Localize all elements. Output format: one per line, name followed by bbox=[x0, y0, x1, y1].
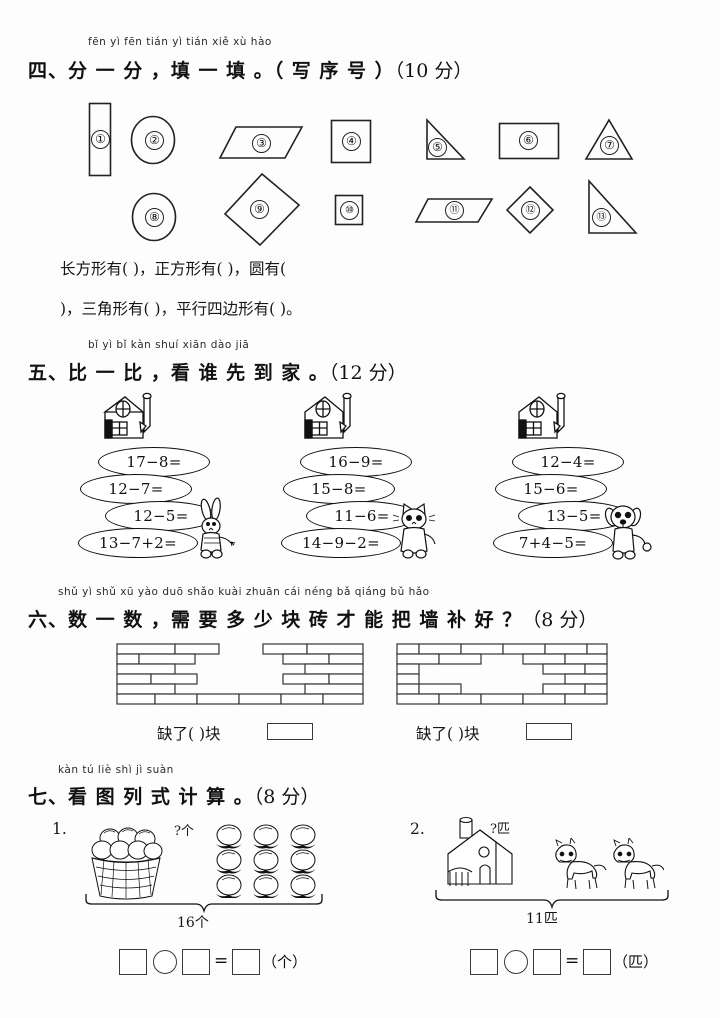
shape-label-9: ⑨ bbox=[250, 200, 269, 219]
shape-label-2: ② bbox=[145, 131, 164, 150]
answer-result-box-2[interactable] bbox=[583, 949, 611, 975]
answer-operand-box-2b[interactable] bbox=[533, 949, 561, 975]
basket-of-peaches-icon bbox=[84, 822, 168, 900]
problem-2-total-label: 11匹 bbox=[526, 911, 558, 927]
shape-flat-parallelogram-11 bbox=[414, 197, 494, 225]
wall-2-blank-label: 缺了( )块 bbox=[416, 725, 480, 743]
shape-circle-8 bbox=[131, 192, 177, 242]
answer-operand-box-1b[interactable] bbox=[182, 949, 210, 975]
house-icon-col-3 bbox=[513, 392, 571, 450]
equation-bubble[interactable]: 11−6= bbox=[306, 501, 418, 531]
shape-rotated-square-9 bbox=[222, 171, 302, 248]
problem-2-index: 2. bbox=[410, 820, 425, 838]
section-6-pinyin: shǔ yì shǔ xū yào duō shǎo kuài zhuān cá… bbox=[58, 586, 430, 598]
equation-bubble[interactable]: 13−7+2= bbox=[78, 528, 198, 558]
shape-right-triangle-13 bbox=[586, 178, 638, 237]
answer-operator-circle-1[interactable] bbox=[153, 950, 177, 974]
shape-tall-rectangle bbox=[88, 102, 112, 177]
answer-result-box-1[interactable] bbox=[232, 949, 260, 975]
equation-bubble[interactable]: 14−9−2= bbox=[281, 528, 401, 558]
section-5-score: （12 分） bbox=[328, 362, 407, 384]
equation-bubble[interactable]: 15−6= bbox=[495, 474, 607, 504]
shape-label-12: ⑫ bbox=[521, 201, 540, 220]
answer-unit-1: （个） bbox=[262, 953, 308, 971]
section-7-pinyin: kàn tú liè shì jì suàn bbox=[58, 764, 174, 776]
section-5-title-text: 五、比 一 比 ，看 谁 先 到 家 。 bbox=[28, 362, 329, 384]
section-4-pinyin: fēn yì fēn tián yì tián xiě xù hào bbox=[88, 36, 272, 48]
section-6-title: 六、数 一 数 ，需 要 多 少 块 砖 才 能 把 墙 补 好 ？（8 分） bbox=[28, 605, 597, 632]
section-7-title-text: 七、看 图 列 式 计 算 。 bbox=[28, 786, 254, 808]
wall-1-blank-label: 缺了( )块 bbox=[157, 725, 221, 743]
shape-right-triangle-5 bbox=[424, 117, 466, 162]
answer-operand-box-2a[interactable] bbox=[470, 949, 498, 975]
section-4-score: （10 分） bbox=[394, 60, 473, 82]
equation-bubble[interactable]: 15−8= bbox=[283, 474, 395, 504]
brick-wall-2 bbox=[396, 643, 608, 705]
problem-1-total-label: 16个 bbox=[177, 915, 209, 931]
section-7-score: （8 分） bbox=[253, 786, 320, 808]
shape-label-3: ③ bbox=[252, 134, 271, 153]
shape-circle-2 bbox=[130, 115, 176, 165]
problem-2-unknown-label: ?匹 bbox=[490, 822, 510, 837]
house-icon-col-1 bbox=[99, 392, 157, 450]
section-6-title-text: 六、数 一 数 ，需 要 多 少 块 砖 才 能 把 墙 补 好 ？ bbox=[28, 609, 523, 631]
wall-1-answer-box[interactable] bbox=[267, 723, 313, 740]
stable-house-icon bbox=[440, 816, 522, 896]
equation-bubble[interactable]: 12−4= bbox=[512, 447, 624, 477]
rabbit-icon bbox=[190, 497, 236, 563]
shape-label-7: ⑦ bbox=[600, 136, 619, 155]
answer-operator-circle-2[interactable] bbox=[504, 950, 528, 974]
section-4-blank-line-1: 长方形有( )，正方形有( )，圆有( bbox=[60, 260, 287, 278]
nine-peaches-icon bbox=[210, 824, 322, 898]
section-4-blank-line-2: )，三角形有( )，平行四边形有( )。 bbox=[60, 300, 302, 318]
shape-small-square-10 bbox=[334, 194, 364, 226]
equation-bubble[interactable]: 7+4−5= bbox=[493, 528, 613, 558]
answer-equals-1: = bbox=[214, 951, 229, 971]
equation-bubble[interactable]: 16−9= bbox=[300, 447, 412, 477]
section-5-title: 五、比 一 比 ，看 谁 先 到 家 。（12 分） bbox=[28, 358, 407, 385]
section-6-score: （8 分） bbox=[522, 609, 598, 631]
shape-label-6: ⑥ bbox=[519, 131, 538, 150]
wall-2-answer-box[interactable] bbox=[526, 723, 572, 740]
shape-label-11: ⑪ bbox=[445, 201, 464, 220]
problem-1-index: 1. bbox=[52, 820, 67, 838]
shape-label-8: ⑧ bbox=[145, 208, 164, 227]
house-icon-col-2 bbox=[299, 392, 357, 450]
problem-1-unknown-label: ?个 bbox=[174, 824, 194, 839]
shape-parallelogram-3 bbox=[218, 125, 304, 160]
shape-diamond-12 bbox=[505, 185, 555, 235]
shape-label-4: ④ bbox=[342, 132, 361, 151]
shape-label-1: ① bbox=[91, 130, 110, 149]
section-4-title: 四、分 一 分 ，填 一 填 。（ 写 序 号 ）（10 分） bbox=[28, 56, 472, 83]
cat-icon bbox=[392, 497, 440, 563]
shape-rectangle-6 bbox=[498, 122, 560, 160]
section-5-pinyin: bǐ yì bǐ kàn shuí xiān dào jiā bbox=[88, 339, 250, 351]
two-horses-icon bbox=[544, 838, 664, 894]
section-7-title: 七、看 图 列 式 计 算 。（8 分） bbox=[28, 782, 319, 809]
equation-bubble[interactable]: 12−7= bbox=[80, 474, 192, 504]
shape-isosceles-triangle-7 bbox=[584, 118, 634, 162]
problem-2-brace bbox=[434, 888, 670, 910]
answer-operand-box-1a[interactable] bbox=[119, 949, 147, 975]
answer-equals-2: = bbox=[565, 951, 580, 971]
problem-1-brace bbox=[84, 892, 324, 914]
section-4-title-text: 四、分 一 分 ，填 一 填 。（ 写 序 号 ） bbox=[28, 60, 395, 82]
equation-bubble[interactable]: 17−8= bbox=[98, 447, 210, 477]
shape-label-5: ⑤ bbox=[428, 138, 447, 157]
shape-label-10: ⑩ bbox=[340, 201, 359, 220]
answer-unit-2: （匹） bbox=[613, 953, 659, 971]
brick-wall-1 bbox=[116, 643, 364, 705]
dog-icon bbox=[602, 497, 654, 565]
shape-square-4 bbox=[330, 119, 372, 164]
shape-label-13: ⑬ bbox=[592, 208, 611, 227]
